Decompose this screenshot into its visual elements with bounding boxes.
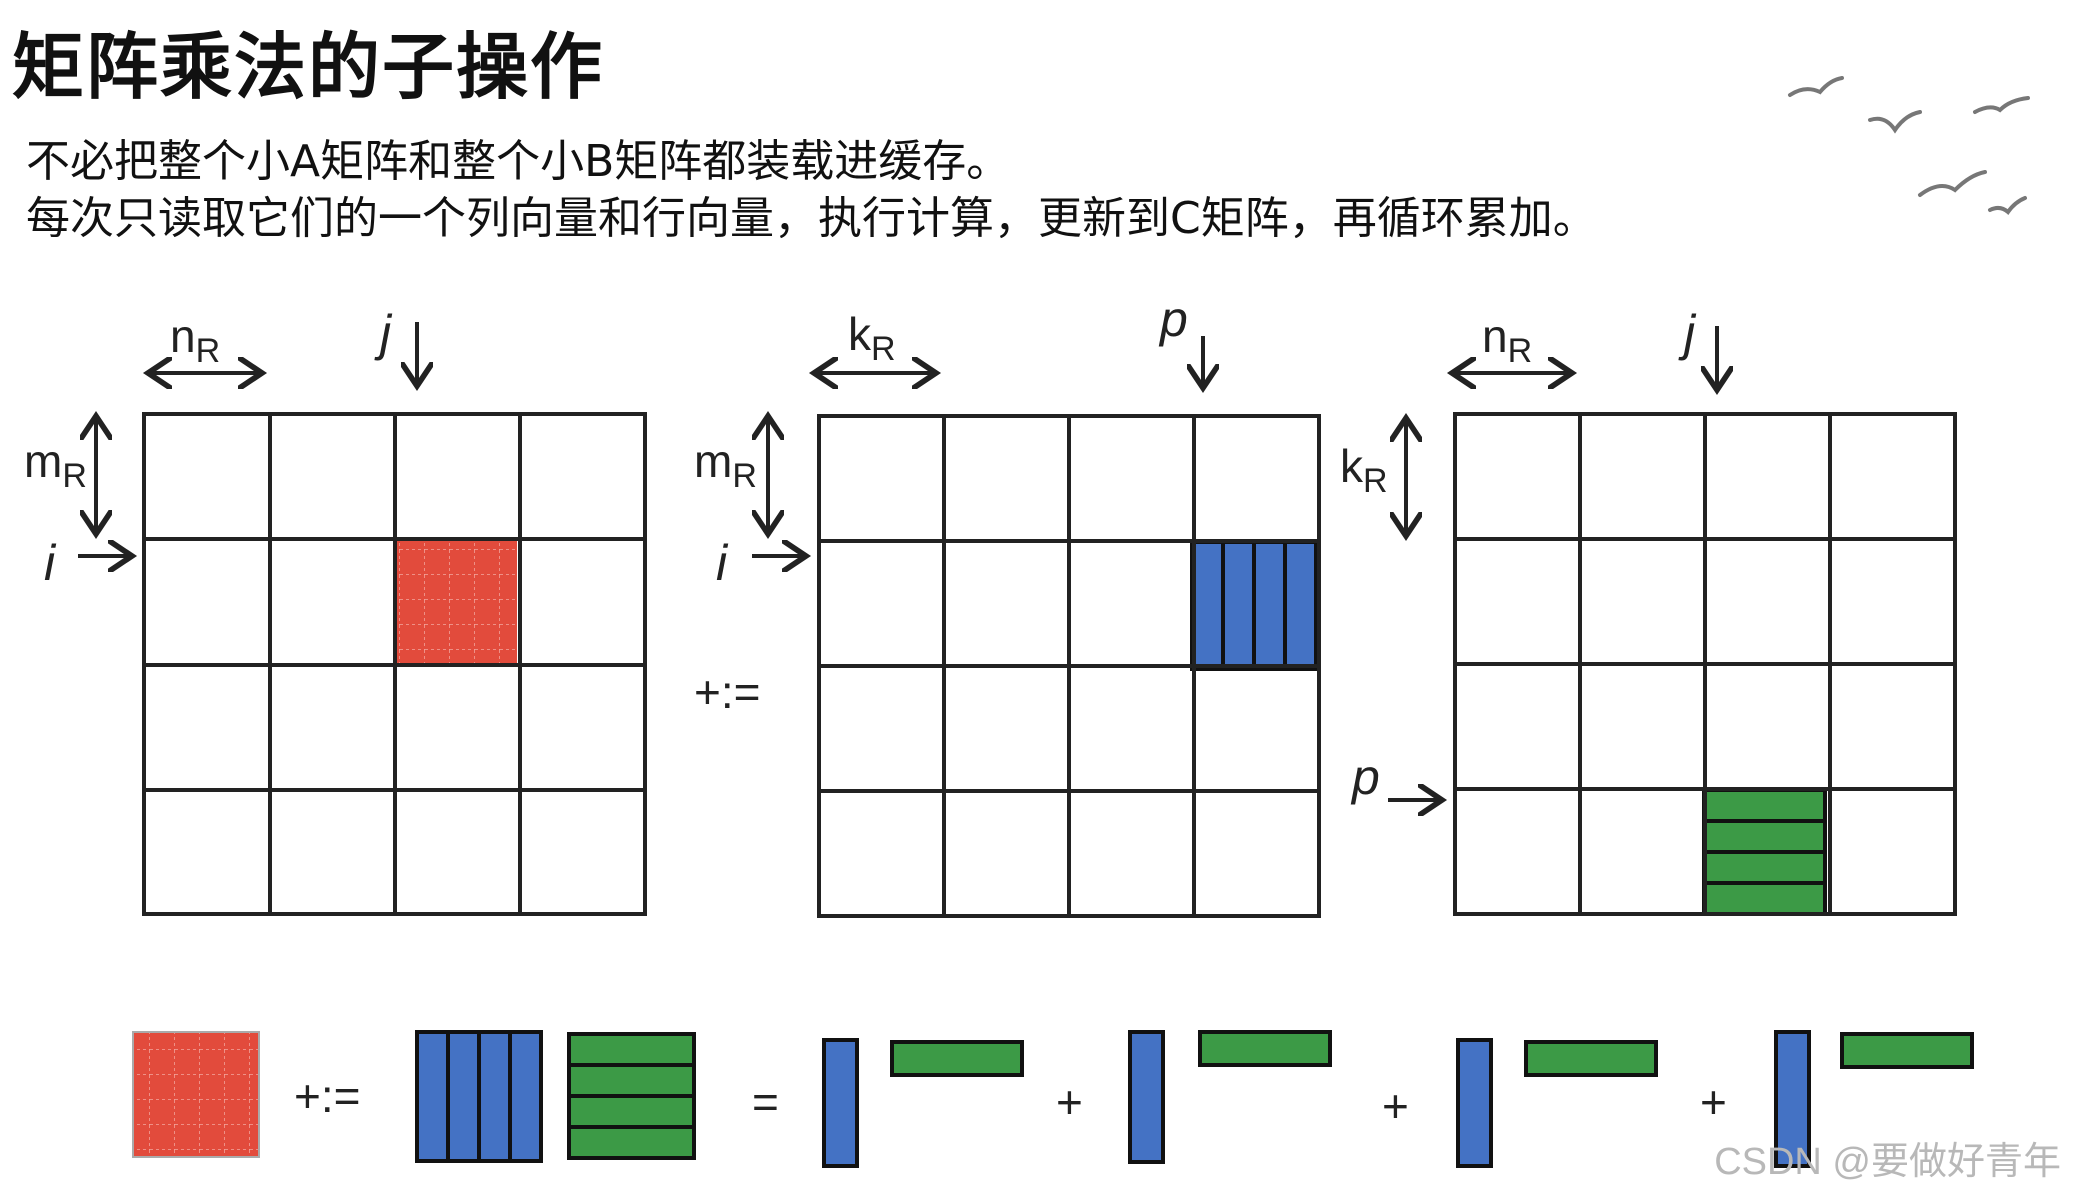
label-nr-3: n bbox=[1482, 310, 1508, 362]
label-kr-2: k bbox=[848, 308, 872, 360]
eq-row-vector-4 bbox=[1840, 1032, 1974, 1069]
description-line-2: 每次只读取它们的一个列向量和行向量，执行计算，更新到C矩阵，再循环累加。 bbox=[26, 193, 1597, 244]
eq-col-vector-3 bbox=[1456, 1038, 1493, 1168]
label-j-3: j bbox=[1678, 305, 1697, 361]
svg-text:kR: kR bbox=[848, 308, 896, 368]
operator-add-assign-1: +:= bbox=[694, 666, 761, 718]
label-p-2: p bbox=[1158, 291, 1188, 347]
label-j-1: j bbox=[374, 305, 393, 361]
block-c-red bbox=[397, 540, 517, 665]
label-kr-3: k bbox=[1340, 440, 1364, 492]
eq-green-block bbox=[567, 1032, 696, 1160]
svg-text:mR: mR bbox=[694, 435, 757, 495]
svg-text:kR: kR bbox=[1340, 440, 1388, 500]
matrix-c: nR j mR i bbox=[24, 305, 647, 916]
eq-operator-add-assign: +:= bbox=[294, 1070, 361, 1122]
label-mr-1: m bbox=[24, 435, 62, 487]
watermark: CSDN @要做好青年 bbox=[1714, 1141, 2061, 1183]
label-kr-2-sub: R bbox=[871, 330, 896, 368]
description-line-1: 不必把整个小A矩阵和整个小B矩阵都装载进缓存。 bbox=[26, 136, 1011, 187]
eq-col-vector-4 bbox=[1774, 1030, 1811, 1168]
block-b-green bbox=[1702, 788, 1827, 916]
label-i-1: i bbox=[44, 535, 57, 591]
label-mr-2-sub: R bbox=[732, 457, 757, 495]
label-p-3: p bbox=[1350, 749, 1380, 805]
svg-text:mR: mR bbox=[24, 435, 87, 495]
eq-red-block bbox=[132, 1031, 260, 1158]
svg-text:nR: nR bbox=[170, 310, 220, 370]
eq-plus-3: + bbox=[1700, 1076, 1727, 1128]
eq-row-vector-1 bbox=[890, 1040, 1024, 1077]
eq-col-vector-1 bbox=[822, 1038, 859, 1168]
label-kr-3-sub: R bbox=[1363, 462, 1388, 500]
eq-row-vector-2 bbox=[1198, 1030, 1332, 1067]
matrix-b: nR j kR p bbox=[1340, 305, 1957, 916]
page-title: 矩阵乘法的子操作 bbox=[12, 24, 605, 109]
label-nr-3-sub: R bbox=[1508, 332, 1533, 370]
eq-equals: = bbox=[752, 1076, 779, 1128]
eq-plus-2: + bbox=[1382, 1080, 1409, 1132]
block-a-blue bbox=[1190, 540, 1318, 671]
label-mr-1-sub: R bbox=[62, 457, 87, 495]
label-mr-2: m bbox=[694, 435, 732, 487]
label-nr-1: n bbox=[170, 310, 196, 362]
eq-plus-1: + bbox=[1056, 1076, 1083, 1128]
eq-col-vector-2 bbox=[1128, 1030, 1165, 1164]
svg-text:nR: nR bbox=[1482, 310, 1532, 370]
matrix-a: kR p mR i +:= bbox=[694, 291, 1321, 918]
equation: +:= = + + + bbox=[132, 1030, 1974, 1168]
eq-row-vector-3 bbox=[1524, 1040, 1658, 1077]
label-i-2: i bbox=[716, 535, 729, 591]
eq-blue-block bbox=[415, 1030, 543, 1163]
birds-decoration-icon bbox=[1788, 76, 2030, 215]
label-nr-1-sub: R bbox=[196, 332, 221, 370]
